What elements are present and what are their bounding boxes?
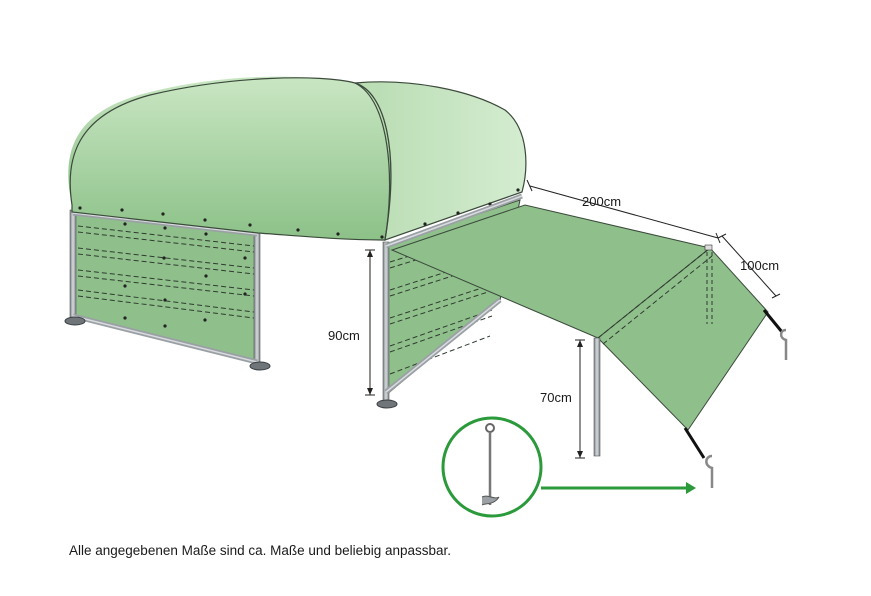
support-pole <box>593 337 601 457</box>
arrow-right-icon <box>541 482 696 494</box>
caption-note: Alle angegebenen Maße sind ca. Maße und … <box>69 543 452 558</box>
ground-anchor-callout <box>441 416 696 518</box>
label-100cm: 100cm <box>740 258 779 273</box>
label-70cm: 70cm <box>540 390 572 405</box>
dimension-100cm: 100cm <box>717 233 781 299</box>
dome-cover <box>68 76 527 328</box>
dimension-90cm: 90cm <box>328 249 375 396</box>
front-side-panel <box>64 209 271 371</box>
tension-strap-right <box>762 309 788 360</box>
ground-anchor-icon <box>481 423 500 506</box>
label-90cm: 90cm <box>328 328 360 343</box>
label-200cm: 200cm <box>582 194 621 209</box>
dimension-70cm: 70cm <box>540 339 585 459</box>
tension-strap-front <box>683 427 714 488</box>
shade-sail <box>390 204 769 431</box>
